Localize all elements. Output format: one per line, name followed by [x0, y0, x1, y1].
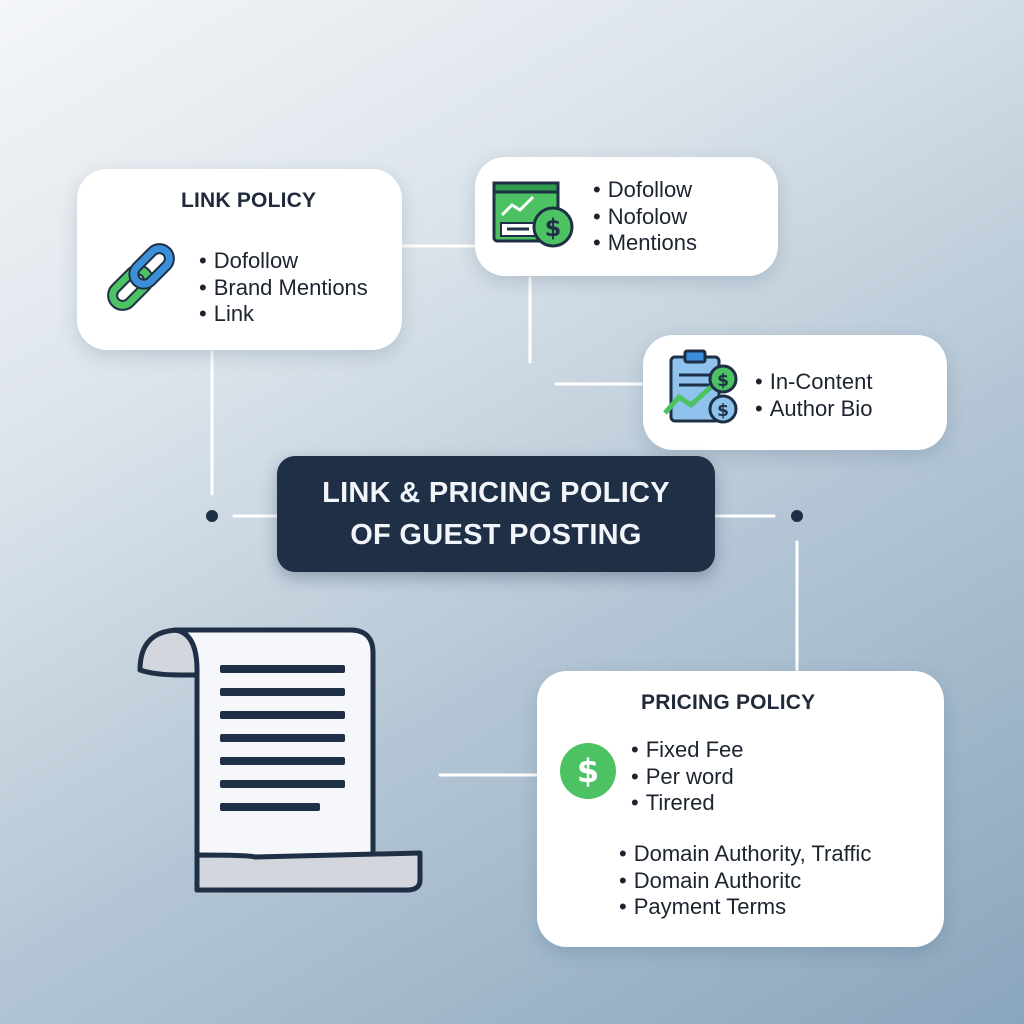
list-item: Author Bio [755, 396, 873, 423]
list-item: Link [199, 301, 368, 328]
placement-card: $ $ In-Content Author Bio [643, 335, 947, 450]
pricing-policy-card: PRICING POLICY $ Fixed Fee Per word Tire… [537, 671, 944, 947]
svg-text:$: $ [717, 401, 729, 421]
list-item: Brand Mentions [199, 275, 368, 302]
list-item: Domain Authority, Traffic [619, 841, 872, 868]
link-types-list: Dofollow Nofolow Mentions [593, 177, 697, 257]
chain-link-icon [107, 243, 175, 311]
dollar-circle-icon: $ [560, 743, 616, 799]
link-policy-card: LINK POLICY Dofollow Brand Mentions Link [77, 169, 402, 350]
list-item: Nofolow [593, 204, 697, 231]
connector-dot-right [791, 510, 803, 522]
pricing-factors-list: Domain Authority, Traffic Domain Authori… [619, 841, 872, 921]
list-item: Payment Terms [619, 894, 871, 921]
list-item: Per word [631, 764, 744, 791]
center-title-line-1: LINK & PRICING POLICY [322, 477, 670, 509]
list-item: Tirered [631, 790, 744, 817]
clipboard-chart-dollar-icon: $ $ [663, 349, 738, 424]
center-title-box: LINK & PRICING POLICY OF GUEST POSTING [277, 456, 715, 572]
document-scroll-icon [137, 627, 423, 893]
list-item: Domain Authoritc [619, 868, 871, 895]
connector-dot-left [206, 510, 218, 522]
list-item: Dofollow [593, 177, 697, 204]
pricing-model-list: Fixed Fee Per word Tirered [631, 737, 744, 817]
svg-text:$: $ [545, 214, 562, 242]
monitor-chart-dollar-icon: $ [492, 181, 574, 248]
svg-text:$: $ [717, 371, 729, 391]
list-item: Dofollow [199, 248, 368, 275]
dollar-glyph: $ [576, 752, 600, 790]
list-item: Mentions [593, 230, 697, 257]
link-types-card: $ Dofollow Nofolow Mentions [475, 157, 778, 276]
list-item: In-Content [755, 369, 873, 396]
pricing-policy-title: PRICING POLICY [641, 691, 816, 714]
list-item: Fixed Fee [631, 737, 744, 764]
link-policy-list: Dofollow Brand Mentions Link [199, 248, 368, 328]
center-title-line-2: OF GUEST POSTING [350, 519, 642, 551]
placement-list: In-Content Author Bio [755, 369, 873, 423]
link-policy-title: LINK POLICY [181, 189, 317, 212]
